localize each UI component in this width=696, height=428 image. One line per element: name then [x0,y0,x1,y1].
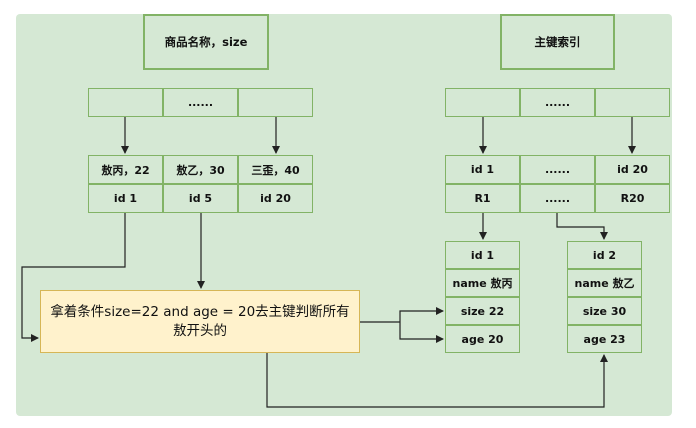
query-text-line-2: 敖开头的 [173,322,227,339]
secondary-top-node-1 [88,88,163,117]
secondary-index-title: 商品名称，size [143,14,269,70]
diagram-background [16,14,672,416]
secondary-top-node-3 [238,88,313,117]
primary-leaf-row-1: R1 [445,184,520,213]
primary-top-node-3 [595,88,670,117]
primary-leaf-id-3: id 20 [595,155,670,184]
record-2-size: size 30 [567,297,642,325]
record-2-name: name 敖乙 [567,269,642,297]
secondary-top-node-2: ...... [163,88,238,117]
secondary-leaf-name-2: 敖乙，30 [163,155,238,184]
record-2-id: id 2 [567,241,642,269]
primary-leaf-id-1: id 1 [445,155,520,184]
record-2-age: age 23 [567,325,642,353]
query-condition-box: 拿着条件size=22 and age = 20去主键判断所有 敖开头的 [40,290,360,353]
secondary-leaf-name-3: 三歪，40 [238,155,313,184]
primary-leaf-row-2: ...... [520,184,595,213]
secondary-leaf-id-3: id 20 [238,184,313,213]
primary-leaf-row-3: R20 [595,184,670,213]
record-1-id: id 1 [445,241,520,269]
primary-index-title: 主键索引 [500,14,615,70]
secondary-leaf-name-1: 敖丙，22 [88,155,163,184]
secondary-leaf-id-1: id 1 [88,184,163,213]
primary-top-node-1 [445,88,520,117]
primary-leaf-id-2: ...... [520,155,595,184]
record-1-name: name 敖丙 [445,269,520,297]
primary-top-node-2: ...... [520,88,595,117]
secondary-leaf-id-2: id 5 [163,184,238,213]
record-1-age: age 20 [445,325,520,353]
query-text-line-1: 拿着条件size=22 and age = 20去主键判断所有 [50,303,350,320]
record-1-size: size 22 [445,297,520,325]
